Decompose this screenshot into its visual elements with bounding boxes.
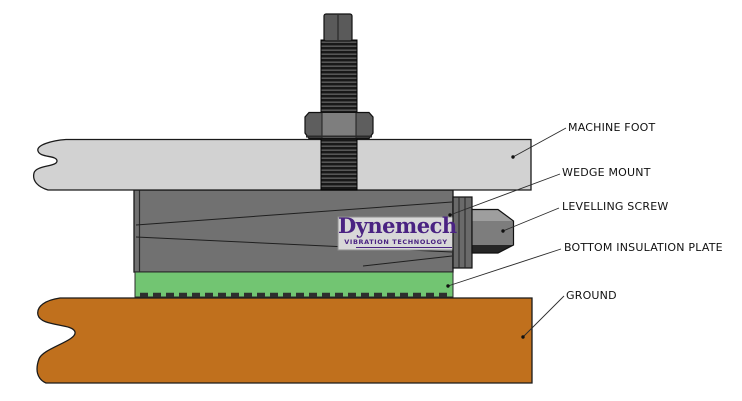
levelling-screw-bottom-facet (472, 245, 514, 253)
levelling-screw-mid-facet (472, 221, 514, 245)
label-machine-foot: MACHINE FOOT (568, 121, 656, 134)
leader-dot-levelling-screw (501, 229, 505, 233)
leader-dot-bottom-insulation-plate (446, 284, 450, 288)
leader-lines (447, 127, 567, 338)
label-levelling-screw: LEVELLING SCREW (562, 200, 669, 213)
logo-plate (337, 216, 455, 251)
leader-dot-wedge-mount (448, 213, 452, 217)
label-wedge-mount: WEDGE MOUNT (562, 166, 651, 179)
leader-dot-ground (521, 335, 525, 339)
leader-wedge-mount (449, 173, 561, 216)
leader-levelling-screw (502, 207, 560, 232)
leader-ground (522, 295, 565, 338)
label-ground: GROUND (566, 289, 617, 302)
levelling-screw-top-facet (472, 209, 514, 221)
levelling-screw-outline (471, 208, 515, 254)
label-bottom-insulation-plate: BOTTOM INSULATION PLATE (564, 241, 723, 254)
logo-brand-text: Dynemech (338, 213, 457, 238)
machine-foot-shape (32, 138, 532, 191)
wedge-upper-interface-line (135, 201, 453, 226)
ground-shape (36, 297, 533, 384)
leader-bottom-insulation-plate (447, 248, 562, 287)
leader-machine-foot (512, 127, 567, 158)
logo-tagline-text: VIBRATION TECHNOLOGY (344, 238, 448, 246)
leader-dots (446, 155, 525, 339)
wedge-bottom-edge-line (362, 255, 453, 267)
hex-nut-mid-facet (322, 113, 356, 138)
leader-dot-machine-foot (511, 155, 515, 159)
